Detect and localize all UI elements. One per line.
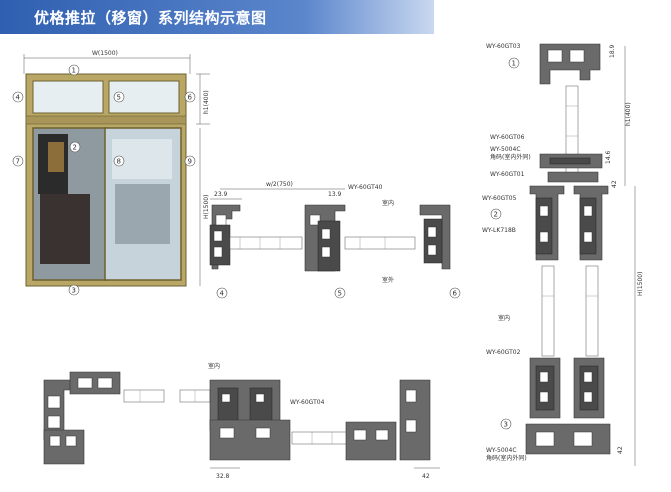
dim-328: 32.8 bbox=[216, 473, 230, 480]
marker-5b: 5 bbox=[338, 290, 342, 298]
section-789: 室内 WY-60GT04 室外 32.8 42 bbox=[43, 362, 440, 480]
h1-label: h1(400) bbox=[203, 90, 210, 114]
part-lk718b: WY-LK718B bbox=[482, 227, 516, 234]
part-gt04: WY-60GT04 bbox=[290, 399, 325, 406]
dim-left: 23.9 bbox=[214, 191, 228, 198]
page-title: 优格推拉（移窗）系列结构示意图 bbox=[34, 9, 267, 27]
dim-42c: 42 bbox=[422, 473, 430, 480]
marker-3c: 3 bbox=[504, 421, 508, 429]
indoor-vertical: 室内 bbox=[498, 314, 510, 322]
marker-6: 6 bbox=[188, 94, 193, 102]
indoor-label: 室内 bbox=[382, 199, 394, 207]
h-label: H(1500) bbox=[203, 195, 210, 219]
part-gt40: WY-60GT40 bbox=[348, 184, 383, 191]
marker-1c: 1 bbox=[512, 60, 516, 68]
part-5004c-b: WY-5004C bbox=[486, 447, 517, 454]
marker-6b: 6 bbox=[453, 290, 458, 298]
marker-4b: 4 bbox=[220, 290, 225, 298]
outdoor-label: 室外 bbox=[382, 276, 394, 284]
part-gt02: WY-60GT02 bbox=[486, 349, 521, 356]
window-elevation: W(1500) 1 4 5 6 2 7 8 9 3 h1(400) H(1500… bbox=[12, 50, 210, 296]
h1-vertical: h1(400) bbox=[625, 102, 632, 126]
H-vertical: H(1500) bbox=[637, 272, 644, 296]
part-gt01: WY-60GT01 bbox=[490, 171, 525, 178]
section-456: 23.9 w/2(750) 13.9 WY-60GT40 室内 室外 4 5 6 bbox=[209, 181, 461, 299]
dim-mid: w/2(750) bbox=[266, 181, 293, 188]
section-123: WY-60GT03 18.9 1 h1(400) WY-60GT06 WY-50… bbox=[482, 43, 644, 466]
marker-3: 3 bbox=[72, 287, 76, 295]
dim-42b: 42 bbox=[617, 446, 624, 454]
marker-1: 1 bbox=[72, 67, 76, 75]
part-gt06: WY-60GT06 bbox=[490, 134, 525, 141]
note-5004c-b: 角码(室内外同) bbox=[486, 454, 527, 462]
note-5004c: 角码(室内外同) bbox=[490, 153, 531, 161]
dim-42: 42 bbox=[611, 180, 618, 188]
marker-9: 9 bbox=[188, 158, 192, 166]
marker-2c: 2 bbox=[494, 211, 498, 219]
part-gt03: WY-60GT03 bbox=[486, 43, 521, 50]
width-label: W(1500) bbox=[92, 50, 118, 57]
marker-8: 8 bbox=[117, 158, 121, 166]
marker-7: 7 bbox=[16, 158, 20, 166]
dim-146: 14.6 bbox=[605, 150, 612, 164]
marker-5: 5 bbox=[117, 94, 121, 102]
dim-top: 18.9 bbox=[609, 44, 616, 58]
part-5004c: WY-5004C bbox=[490, 146, 521, 153]
marker-4: 4 bbox=[16, 94, 21, 102]
title-bar: 优格推拉（移窗）系列结构示意图 bbox=[0, 0, 434, 34]
part-gt05: WY-60GT05 bbox=[482, 195, 517, 202]
indoor-789: 室内 bbox=[208, 362, 220, 370]
marker-2: 2 bbox=[73, 144, 77, 152]
dim-small: 13.9 bbox=[328, 191, 342, 198]
